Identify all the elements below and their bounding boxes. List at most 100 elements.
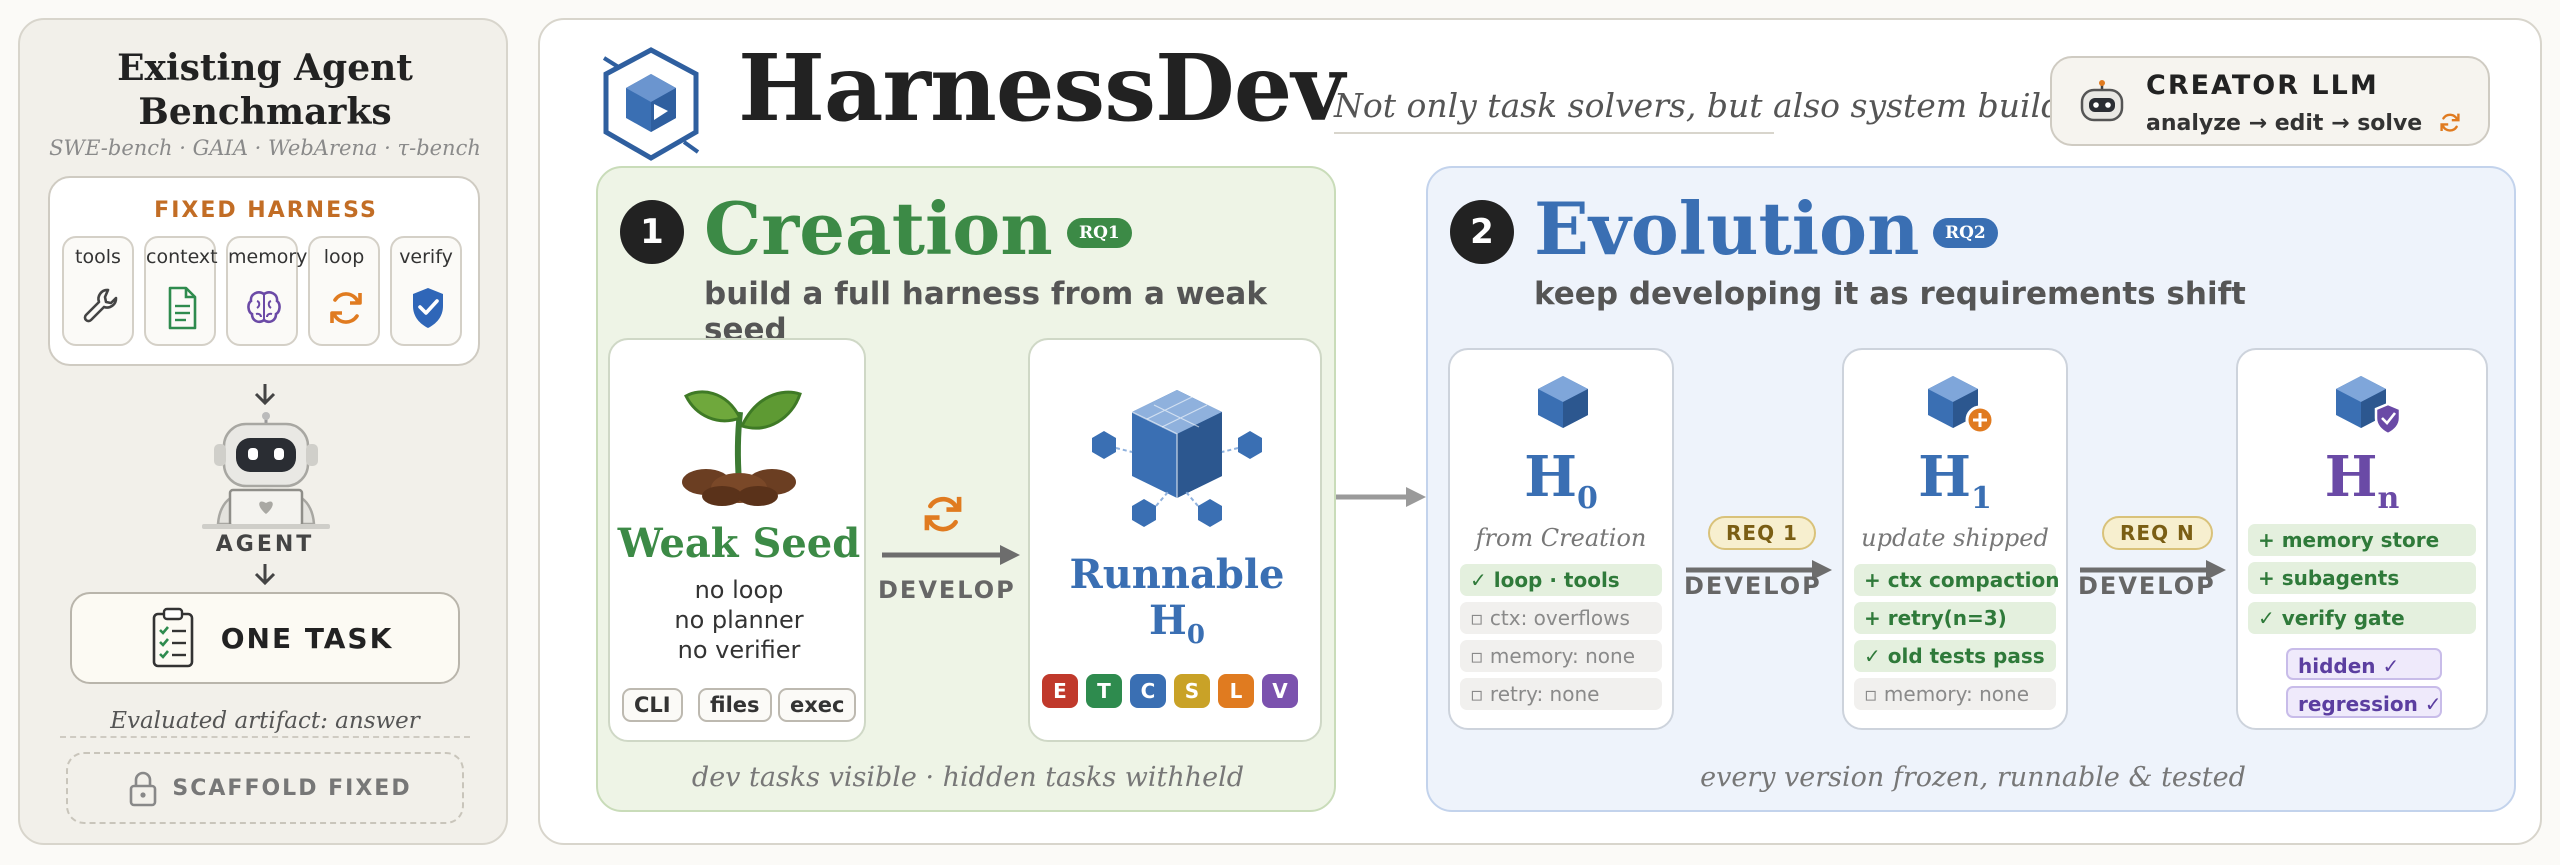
component-chip-c: C [1130,674,1166,708]
develop-label: DEVELOP [2078,572,2216,600]
benchmarks-subtitle: SWE-bench · GAIA · WebArena · τ-bench [49,136,481,160]
arrow-right-icon [1686,560,1832,580]
creation-footer: dev tasks visible · hidden tasks withhel… [691,762,1245,793]
component-chip-t: T [1086,674,1122,708]
harnessdev-title: HarnessDev [738,34,1345,142]
evolution-subtitle: keep developing it as requirements shift [1534,276,2246,312]
version-base: H [2324,444,2378,510]
seed-chip-exec: exec [778,688,857,722]
version-sub: 0 [1186,620,1205,650]
cube-icon [1538,376,1588,428]
shield-check-icon [413,288,443,328]
develop-label: DEVELOP [878,576,1016,604]
feature-item: + retry(n=3) [1854,602,2056,634]
seed-note: no planner [674,606,804,634]
seed-chip-files: files [698,688,772,722]
harnessdev-panel: HarnessDev Not only task solvers, but al… [538,18,2542,845]
arrow-down-icon [254,384,276,406]
feature-item: ▫ memory: none [1854,678,2056,710]
tool-name: memory [228,246,308,268]
req-n-badge: REQ N [2102,516,2213,550]
feature-item: ▫ memory: none [1460,640,1662,672]
rq2-badge: RQ2 [1933,218,1998,248]
refresh-icon [330,292,362,324]
refresh-icon [924,496,962,532]
feature-item: ✓ old tests pass [1854,640,2056,672]
seed-chip-cli: CLI [622,688,683,722]
version-subtitle: update shipped [1861,524,2049,552]
divider [60,736,470,738]
creator-llm-title: CREATOR LLM [2146,70,2379,101]
creation-subtitle: build a full harness from a weak seed [704,276,1267,348]
robot-agent-icon [202,412,330,529]
lock-icon [129,771,157,807]
cube-add-icon [1928,376,1995,435]
fixed-harness-box: FIXED HARNESS tools context memory [48,176,480,366]
feature-item: ▫ retry: none [1460,678,1662,710]
runnable-title-text: Runnable [1069,551,1285,598]
creator-llm-steps: analyze → edit → solve [2146,110,2462,136]
agent-label: AGENT [215,532,315,557]
evaluated-artifact-text: Evaluated artifact: answer [110,708,420,734]
version-card-h1: H1 update shipped + ctx compaction + ret… [1842,348,2068,730]
one-task-box: ONE TASK [70,592,460,684]
seed-note: no verifier [677,636,801,664]
version-subtitle: from Creation [1475,524,1647,552]
version-sub: n [2377,481,2400,517]
creation-panel: 1 Creation RQ1 build a full harness from… [596,166,1336,812]
tool-name: tools [75,246,121,268]
refresh-icon [2440,113,2460,132]
arrow-down-icon [254,564,276,586]
brain-icon [247,291,281,324]
tagline-underline [1334,132,1774,134]
step-number-1: 1 [620,200,684,264]
creation-title: Creation [704,186,1053,271]
rq1-badge: RQ1 [1067,218,1132,248]
version-title: H0 [1450,444,1672,516]
creator-llm-box: CREATOR LLM analyze → edit → solve [2050,56,2490,146]
tool-name: verify [399,246,453,268]
clipboard-checklist-icon [152,607,194,668]
component-chip-s: S [1174,674,1210,708]
version-sub: 0 [1577,481,1598,517]
tool-card-verify: verify [390,236,462,346]
weak-seed-card: Weak Seed no loop no planner no verifier… [608,338,866,742]
feature-item: hidden ✓ [2286,648,2442,680]
scaffold-fixed-box: SCAFFOLD FIXED [66,752,464,824]
feature-item: + subagents [2248,562,2476,594]
feature-item: + ctx compaction [1854,564,2060,596]
wrench-icon [83,288,118,323]
creator-llm-steps-text: analyze → edit → solve [2146,111,2423,136]
feature-item: ▫ ctx: overflows [1460,602,1662,634]
component-chip-l: L [1218,674,1254,708]
arrow-right-icon [2080,560,2226,580]
feature-item: + memory store [2248,524,2476,556]
runnable-harness-title: Runnable H0 [1030,552,1324,658]
version-title: Hn [2238,444,2486,516]
tool-card-memory: memory [226,236,308,346]
feature-item: ✓ verify gate [2248,602,2476,634]
benchmarks-title-line1: Existing Agent [117,47,413,89]
tool-card-context: context [144,236,218,346]
version-base: H [1149,597,1187,644]
harness-cube-icon [1092,390,1262,527]
arrow-right-icon [882,545,1020,565]
step-number-2: 2 [1450,200,1514,264]
benchmarks-title: Existing Agent Benchmarks [20,46,510,134]
scaffold-fixed-label: SCAFFOLD FIXED [172,776,412,801]
weak-seed-title: Weak Seed [617,520,861,567]
seed-note: no loop [694,576,784,604]
benchmarks-panel: Existing Agent Benchmarks SWE-bench · GA… [18,18,508,845]
component-chip-e: E [1042,674,1078,708]
version-card-h0: H0 from Creation ✓ loop · tools ▫ ctx: o… [1448,348,1674,730]
evolution-panel: 2 Evolution RQ2 keep developing it as re… [1426,166,2516,812]
version-sub: 1 [1971,481,1992,517]
tool-card-loop: loop [308,236,380,346]
document-icon [168,286,197,330]
tagline: Not only task solvers, but also system b… [1334,86,2115,125]
version-title: H1 [1844,444,2066,516]
feature-item: regression ✓ [2286,686,2442,718]
tool-name: context [146,246,218,268]
runnable-harness-card: Runnable H0 E T C S L V [1028,338,1322,742]
version-base: H [1524,444,1578,510]
